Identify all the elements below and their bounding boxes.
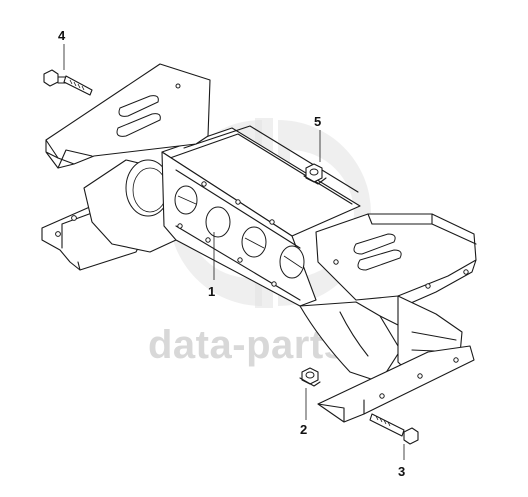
callout-5: 5 [314, 114, 321, 129]
upper-right-slot-2 [357, 249, 402, 271]
callout-1: 1 [208, 284, 215, 299]
leader-lines [63, 44, 405, 460]
bolt-3-head [403, 427, 419, 445]
callout-4: 4 [58, 28, 66, 43]
bolt-4-shank [63, 75, 93, 96]
nut-part-5 [303, 163, 327, 185]
upper-left-slot-1 [118, 95, 159, 117]
callout-2: 2 [300, 422, 307, 437]
watermark-text: data-parts [148, 323, 346, 367]
upper-right-slot-1 [353, 233, 396, 255]
callouts: 4 5 1 2 3 [58, 28, 405, 479]
main-frame [41, 63, 477, 423]
nut-part-2 [299, 367, 321, 387]
spine-holes [174, 181, 305, 287]
callout-3: 3 [398, 464, 405, 479]
bolt-4-head [43, 69, 59, 87]
bolt-part-4 [43, 69, 93, 96]
bolt-3-shank [369, 413, 405, 437]
bolt-part-3 [369, 413, 419, 445]
upper-left-slot-2 [116, 113, 161, 137]
